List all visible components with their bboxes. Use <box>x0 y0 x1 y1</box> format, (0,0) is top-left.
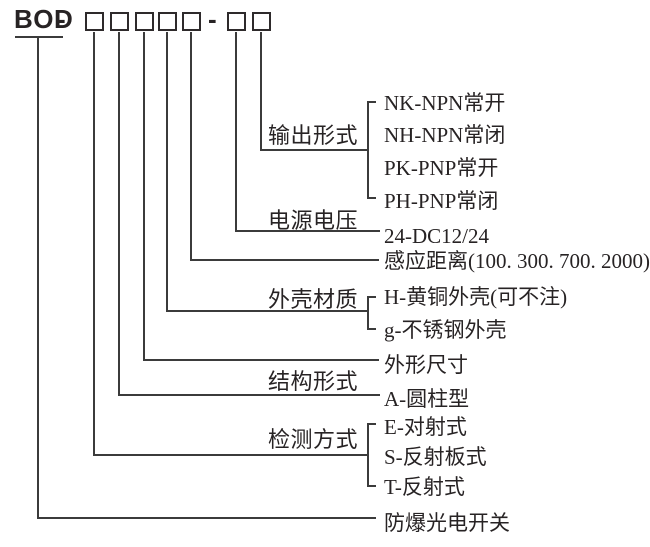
hline-product-name <box>37 517 376 519</box>
option-output-pnp-nc: PH-PNP常闭 <box>384 189 499 213</box>
hline-output-type <box>260 149 368 151</box>
hline-structure-type <box>118 394 380 396</box>
vline-detection-method <box>93 32 95 456</box>
hline-shell-material <box>166 310 368 312</box>
label-structure-type: 结构形式 <box>267 369 358 394</box>
vline-power-voltage <box>235 32 237 232</box>
hline-outer-dimension <box>143 359 379 361</box>
code-box-1 <box>85 12 104 31</box>
bracket-output-type <box>367 101 376 199</box>
option-detection-diffuse: T-反射式 <box>384 475 465 499</box>
value-outer-dimension: 外形尺寸 <box>384 353 468 377</box>
option-output-pnp-no: PK-PNP常开 <box>384 156 499 180</box>
bracket-detection-method <box>367 423 376 487</box>
vline-outer-dimension <box>143 32 145 361</box>
code-box-5 <box>182 12 201 31</box>
value-power-voltage: 24-DC12/24 <box>384 224 489 248</box>
code-separator-1: - <box>57 4 66 34</box>
prefix-underline <box>15 36 63 38</box>
option-output-npn-nc: NH-NPN常闭 <box>384 123 506 147</box>
code-separator-2: - <box>208 4 217 34</box>
value-sensing-distance: 感应距离(100. 300. 700. 2000) <box>384 249 650 273</box>
vline-product-name <box>37 36 39 519</box>
label-detection-method: 检测方式 <box>267 427 358 452</box>
option-shell-stainless: g-不锈钢外壳 <box>384 318 507 342</box>
option-output-npn-no: NK-NPN常开 <box>384 91 506 115</box>
option-detection-through-beam: E-对射式 <box>384 415 467 439</box>
code-box-7 <box>252 12 271 31</box>
code-prefix: BOD <box>14 4 74 34</box>
label-power-voltage: 电源电压 <box>267 208 358 233</box>
vline-structure-type <box>118 32 120 396</box>
code-box-2 <box>110 12 129 31</box>
option-shell-brass: H-黄铜外壳(可不注) <box>384 285 568 309</box>
vline-output-type <box>260 32 262 151</box>
label-shell-material: 外壳材质 <box>267 287 358 312</box>
hline-sensing-distance <box>190 259 379 261</box>
value-product-name: 防爆光电开关 <box>384 511 510 535</box>
code-box-4 <box>158 12 177 31</box>
label-output-type: 输出形式 <box>267 123 358 148</box>
vline-sensing-distance <box>190 32 192 261</box>
vline-shell-material <box>166 32 168 312</box>
code-box-3 <box>135 12 154 31</box>
option-detection-retroreflective: S-反射板式 <box>384 445 487 469</box>
value-structure-cylindrical: A-圆柱型 <box>384 387 470 411</box>
code-box-6 <box>227 12 246 31</box>
hline-detection-method <box>93 454 368 456</box>
hline-power-voltage <box>235 230 380 232</box>
bracket-shell-material <box>367 296 376 330</box>
